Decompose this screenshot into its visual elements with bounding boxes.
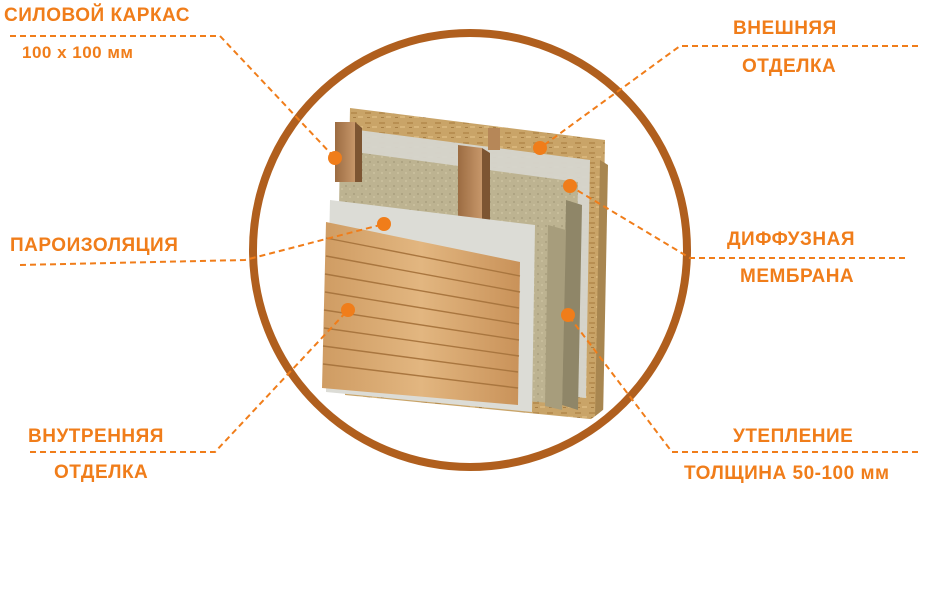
marker-dots [328,141,577,322]
timber-stud-top [488,128,500,150]
label-exterior-line2: ОТДЕЛКА [742,56,837,77]
frame-ring [249,29,691,471]
callout-frame [10,35,336,159]
timber-stud-left-side [355,122,362,182]
label-membrane-line1: ДИФФУЗНАЯ [727,229,855,250]
callout-lines [10,35,918,453]
callout-exterior [539,45,918,149]
callout-interior [30,309,349,453]
label-insulation-line1: УТЕПЛЕНИЕ [733,426,854,447]
dot-interior [341,303,355,317]
timber-stud-middle-side [482,148,490,235]
label-vapor-barrier: ПАРОИЗОЛЯЦИЯ [10,235,179,256]
osb-edge [595,160,608,420]
callout-vapor [19,223,385,266]
dot-exterior [533,141,547,155]
wall-section [322,108,608,420]
label-membrane-line2: МЕМБРАНА [740,266,855,287]
label-interior-line2: ОТДЕЛКА [54,462,149,483]
plank-lines [322,237,521,389]
insulation-side-2 [545,225,566,410]
dot-vapor [377,217,391,231]
label-frame-title: СИЛОВОЙ КАРКАС [4,5,191,26]
callout-insulation [567,314,918,453]
callout-membrane [569,185,905,259]
dot-insulation [561,308,575,322]
insulation-side [562,200,582,410]
timber-stud-middle [458,145,482,235]
label-insulation-line2: ТОЛЩИНА 50-100 мм [684,463,890,484]
dot-frame [328,151,342,165]
dot-membrane [563,179,577,193]
timber-stud-left [335,122,355,182]
label-interior-line1: ВНУТРЕННЯЯ [28,426,164,447]
interior-planks [322,222,520,405]
label-exterior-line1: ВНЕШНЯЯ [733,18,837,39]
label-frame-size: 100 х 100 мм [22,43,134,62]
